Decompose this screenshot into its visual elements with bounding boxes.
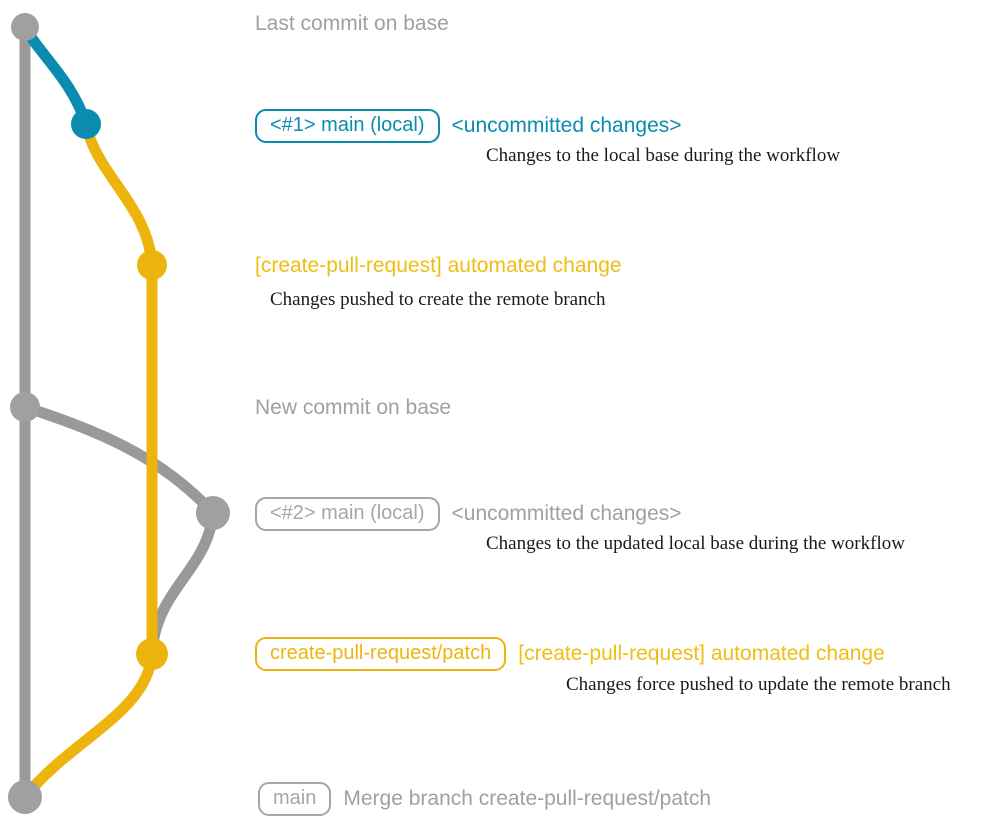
row-new-commit-on-base: New commit on base xyxy=(255,396,451,419)
commit-detail-local-main-2: Changes to the updated local base during… xyxy=(486,533,905,554)
commit-subject-last-commit-on-base: Last commit on base xyxy=(255,12,449,35)
row-last-commit-on-base: Last commit on base xyxy=(255,12,449,35)
ref-badge-main[interactable]: main xyxy=(258,782,332,816)
commit-subject-automated-change-2: [create-pull-request] automated change xyxy=(518,642,885,666)
patch-to-merge-line xyxy=(19,648,158,803)
row-local-main-2: <#2> main (local) <uncommitted changes> xyxy=(255,497,682,531)
commit-subject-local-main-2: <uncommitted changes> xyxy=(451,502,682,526)
commit-subject-merge-main: Merge branch create-pull-request/patch xyxy=(343,787,712,811)
commit-detail-automated-change-1: Changes pushed to create the remote bran… xyxy=(270,289,606,310)
row-automated-change-2: create-pull-request/patch [create-pull-r… xyxy=(255,637,885,671)
node-automated-change-2[interactable] xyxy=(136,638,168,670)
base-to-local-main-2-line xyxy=(19,401,219,519)
ref-badge-local-main-2[interactable]: <#2> main (local) xyxy=(255,497,440,531)
row-merge-main: main Merge branch create-pull-request/pa… xyxy=(258,782,711,816)
commit-subject-automated-change-1: [create-pull-request] automated change xyxy=(255,254,622,277)
node-automated-change-1[interactable] xyxy=(137,250,167,280)
node-local-main-2[interactable] xyxy=(196,496,230,530)
commit-subject-local-main-1: <uncommitted changes> xyxy=(451,114,682,138)
ref-badge-create-pull-request-patch[interactable]: create-pull-request/patch xyxy=(255,637,507,671)
commit-subject-new-commit-on-base: New commit on base xyxy=(255,396,452,419)
node-merge-main[interactable] xyxy=(8,780,42,814)
ref-badge-local-main-1[interactable]: <#1> main (local) xyxy=(255,109,440,143)
commit-detail-automated-change-2: Changes force pushed to update the remot… xyxy=(566,674,951,695)
node-local-main-1[interactable] xyxy=(71,109,101,139)
row-automated-change-1: [create-pull-request] automated change xyxy=(255,254,622,277)
node-base-last-commit[interactable] xyxy=(11,13,39,41)
row-local-main-1: <#1> main (local) <uncommitted changes> xyxy=(255,109,682,143)
commit-detail-local-main-1: Changes to the local base during the wor… xyxy=(486,145,841,166)
local-main-1-to-automated-1-line xyxy=(80,118,158,271)
node-base-new-commit[interactable] xyxy=(10,392,40,422)
